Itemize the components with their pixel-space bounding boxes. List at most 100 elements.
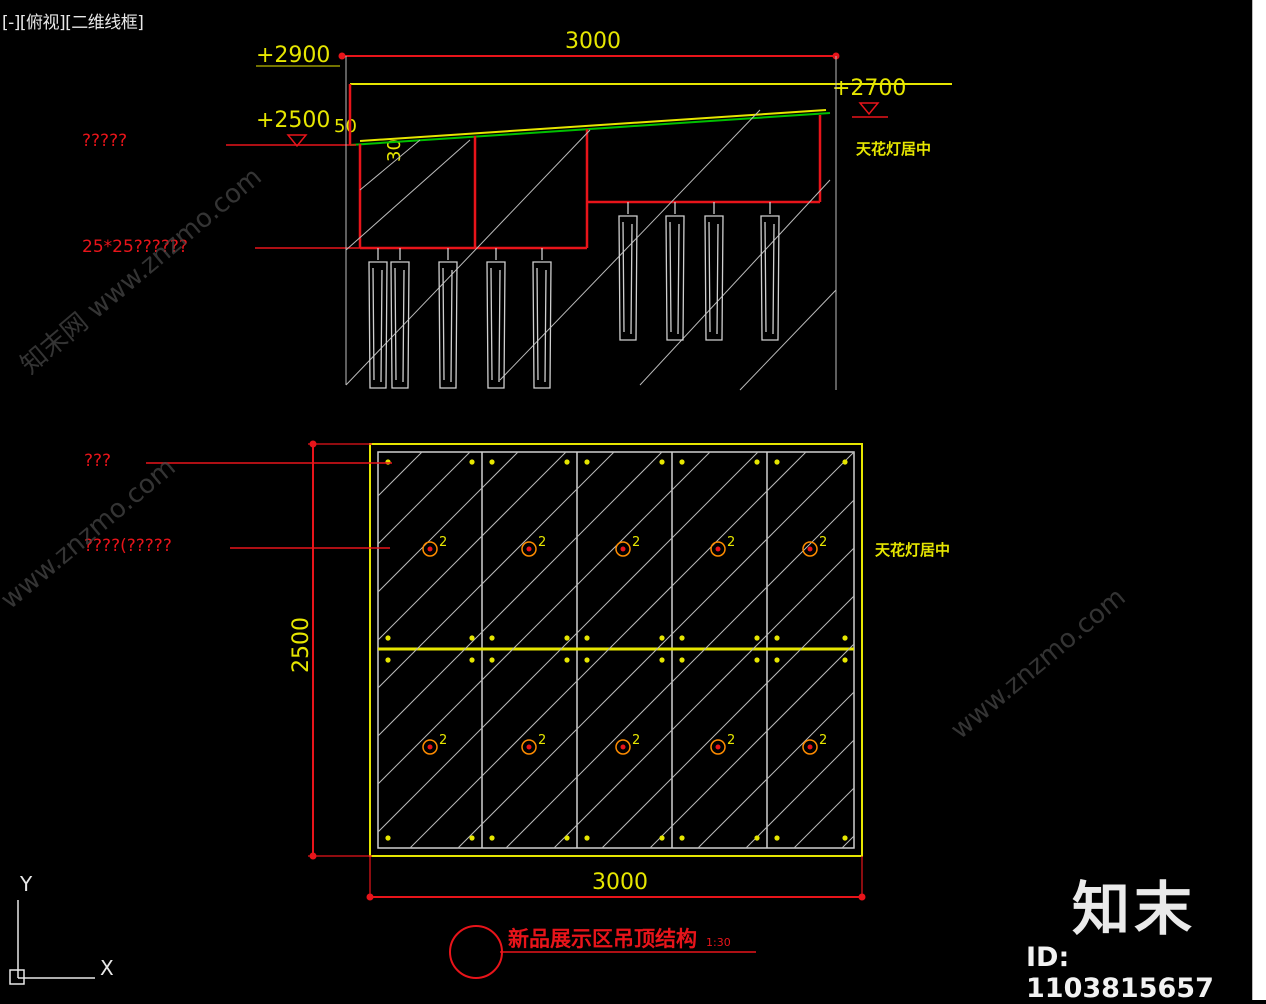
fixing-point [774, 635, 780, 641]
level-left: +2500 [256, 108, 330, 133]
garment-group [368, 202, 780, 389]
fixing-point [659, 635, 665, 641]
fixing-point [659, 459, 665, 465]
fixing-point [489, 657, 495, 663]
garment [438, 248, 458, 389]
dim-50: 50 [334, 116, 357, 137]
level-top: +2900 [256, 43, 330, 68]
fixing-point [842, 835, 848, 841]
hatch-line [377, 451, 759, 833]
level-right: +2700 [832, 76, 906, 101]
light-superscript: 2 [632, 733, 640, 748]
fixing-point [584, 835, 590, 841]
fixing-point [774, 459, 780, 465]
fixing-point [385, 835, 391, 841]
watermark-diag-1: 知末网 www.znzmo.com [15, 162, 267, 381]
garment [704, 202, 724, 341]
hatch-line [649, 643, 855, 849]
fixing-point [754, 835, 760, 841]
hatch-line [377, 451, 711, 785]
ceiling-light: 2 [521, 733, 546, 755]
ceiling-light: 2 [521, 535, 546, 557]
fixing-point [679, 635, 685, 641]
watermark-id: ID: 1103815657 [1026, 942, 1214, 1004]
right-scroll-panel[interactable] [1252, 0, 1266, 1000]
slope-line-green [349, 112, 831, 146]
fixing-point [774, 835, 780, 841]
hatch-line [745, 739, 855, 849]
fixing-point [842, 657, 848, 663]
hatch-line [841, 835, 855, 849]
ceiling-light: 2 [615, 535, 640, 557]
ucs-x-label: X [100, 956, 114, 980]
hatch-line [505, 499, 855, 849]
plan-fixing-points [385, 459, 848, 841]
fixing-point [679, 459, 685, 465]
hatch-line [377, 451, 663, 737]
section-width-dim: 3000 [565, 29, 621, 54]
level-marker-right [858, 102, 880, 116]
fixing-point [842, 635, 848, 641]
ceiling-light: 2 [710, 733, 735, 755]
plan-annotation-1: ??? [84, 451, 111, 471]
fixing-point [659, 657, 665, 663]
caption-title: 新品展示区吊顶结构 [508, 927, 697, 951]
fixing-point [584, 459, 590, 465]
fixing-point [489, 835, 495, 841]
ceiling-light: 2 [710, 535, 735, 557]
annotation-1: ????? [82, 131, 127, 151]
fixing-point [489, 635, 495, 641]
plan-height-dim: 2500 [289, 617, 314, 673]
steel-frame [348, 84, 822, 250]
fixing-point [385, 459, 391, 465]
watermark-logo: 知末 [1072, 875, 1197, 943]
ucs-y-label: Y [19, 872, 33, 896]
hatch-line [793, 787, 855, 849]
fixing-point [774, 657, 780, 663]
fixing-point [385, 657, 391, 663]
light-superscript: 2 [727, 733, 735, 748]
ceiling-light: 2 [615, 733, 640, 755]
fixing-point [469, 635, 475, 641]
light-superscript: 2 [632, 535, 640, 550]
garment [618, 202, 638, 341]
fixing-point [659, 835, 665, 841]
hatch-line [377, 451, 471, 545]
annotation-2: 25*25?????? [82, 237, 188, 257]
light-superscript: 2 [439, 535, 447, 550]
plan-width-dim: 3000 [592, 870, 648, 895]
light-superscript: 2 [819, 535, 827, 550]
plan-note: 天花灯居中 [875, 541, 950, 559]
hatch-line [377, 451, 519, 593]
watermark-diag-2: www.znzmo.com [945, 582, 1131, 745]
light-superscript: 2 [538, 733, 546, 748]
garment [390, 248, 410, 389]
fixing-point [754, 635, 760, 641]
fixing-point [469, 459, 475, 465]
light-superscript: 2 [538, 535, 546, 550]
viewport-label[interactable]: [-][俯视][二维线框] [2, 13, 144, 33]
fixing-point [564, 835, 570, 841]
hatch-line [601, 595, 855, 849]
caption-circle [449, 925, 503, 979]
fixing-point [679, 657, 685, 663]
watermark-diag-3: www.znzmo.com [0, 452, 182, 615]
hatch-line [377, 451, 423, 497]
hatch-line [409, 451, 807, 849]
fixing-point [564, 459, 570, 465]
garment [532, 248, 552, 389]
hatch-line [553, 547, 855, 849]
fixing-point [564, 635, 570, 641]
fixing-point [754, 459, 760, 465]
fixing-point [489, 459, 495, 465]
plan-outer-frame [369, 443, 863, 857]
ceiling-light: 2 [422, 535, 447, 557]
hatch-line [457, 451, 855, 849]
hatch-line [697, 691, 855, 849]
garment [368, 248, 388, 389]
garment [760, 202, 780, 341]
slope-line-yellow [359, 109, 827, 142]
